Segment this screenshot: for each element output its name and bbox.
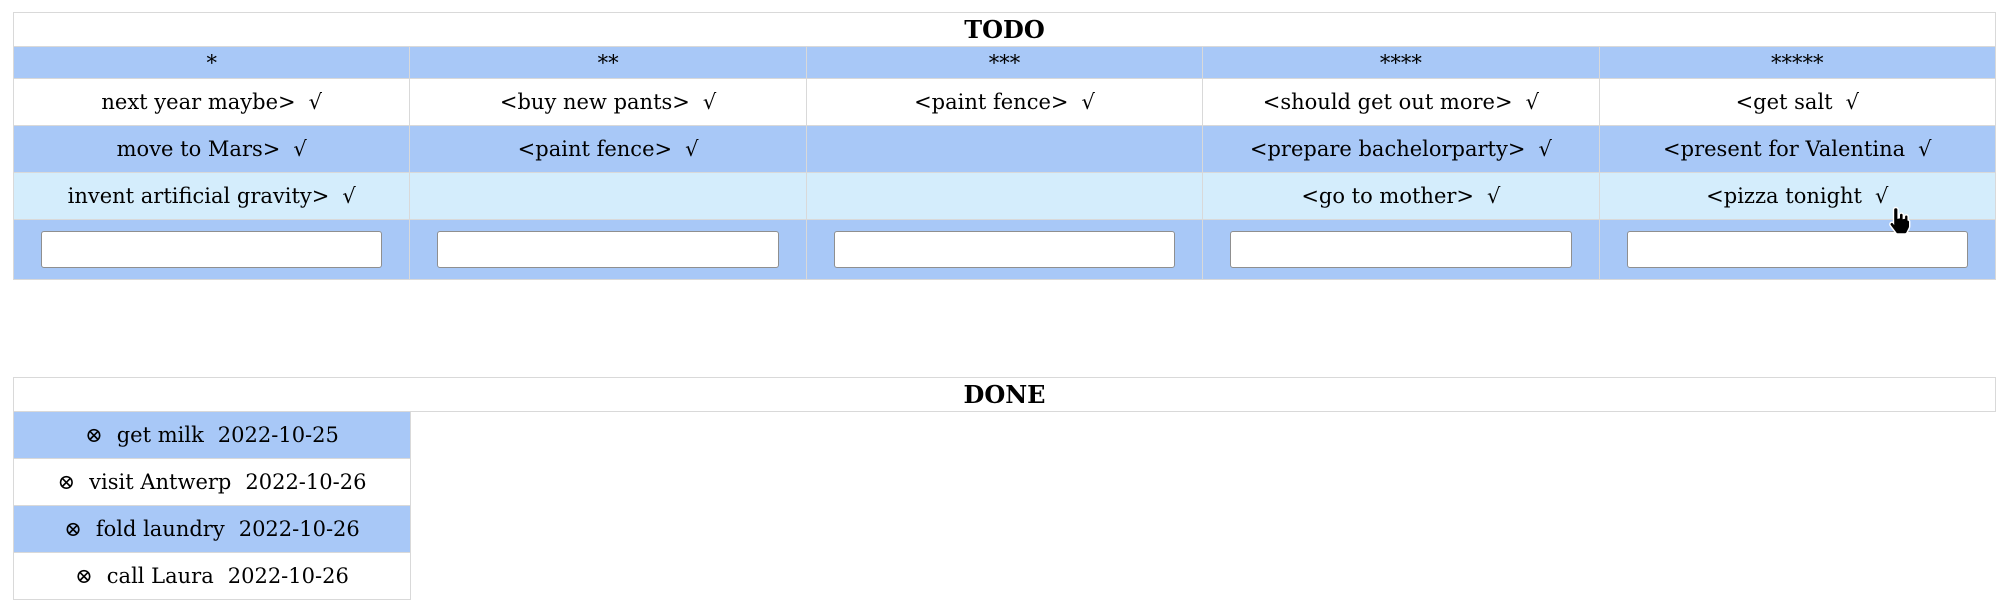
check-icon[interactable]: √: [685, 137, 699, 161]
todo-item-label: invent artificial gravity>: [67, 184, 330, 208]
column-header-3: ***: [805, 46, 1204, 79]
column-header-5: *****: [1598, 46, 1997, 79]
todo-cell: <go to mother> √: [1202, 172, 1600, 220]
todo-item-label: next year maybe>: [101, 90, 296, 114]
todo-item-label: <pizza tonight: [1706, 184, 1862, 208]
new-todo-input[interactable]: [437, 231, 779, 268]
remove-icon[interactable]: ⊗: [64, 517, 82, 541]
check-icon[interactable]: √: [1874, 184, 1889, 208]
todo-input-cell: [805, 219, 1204, 280]
todo-item-label: <paint fence>: [914, 90, 1069, 114]
todo-cell: <pizza tonight √: [1598, 172, 1997, 220]
todo-cell: [805, 172, 1204, 220]
done-item-date: 2022-10-26: [227, 564, 349, 588]
remove-icon[interactable]: ⊗: [75, 564, 93, 588]
done-item-label: call Laura: [106, 564, 214, 588]
todo-item-label: <present for Valentina: [1663, 137, 1906, 161]
done-item: ⊗ get milk 2022-10-25: [13, 411, 411, 459]
column-header-4: ****: [1202, 46, 1600, 79]
todo-cell: invent artificial gravity> √: [12, 172, 411, 220]
check-icon[interactable]: √: [1538, 137, 1552, 161]
todo-item-label: <paint fence>: [517, 137, 673, 161]
new-todo-input[interactable]: [833, 231, 1176, 268]
todo-item-label: <go to mother>: [1301, 184, 1475, 208]
check-icon[interactable]: √: [702, 90, 717, 114]
done-item-label: get milk: [116, 423, 204, 447]
done-title: DONE: [13, 377, 1996, 412]
remove-icon[interactable]: ⊗: [57, 470, 76, 494]
todo-item-label: <buy new pants>: [499, 90, 690, 114]
todo-item-label: <get salt: [1735, 90, 1833, 114]
todo-row-3-hovered: invent artificial gravity> √ <go to mothe…: [12, 172, 1997, 220]
todo-cell: next year maybe> √: [12, 78, 411, 126]
column-header-2: **: [409, 46, 807, 79]
check-icon[interactable]: √: [1487, 184, 1501, 208]
new-todo-input[interactable]: [41, 231, 383, 268]
done-item-date: 2022-10-26: [245, 470, 367, 494]
done-item-date: 2022-10-26: [238, 517, 360, 541]
todo-item-label: <prepare bachelorparty>: [1249, 137, 1526, 161]
todo-cell: <get salt √: [1598, 78, 1997, 126]
todo-row-1: next year maybe> √ <buy new pants> √ <pain…: [12, 78, 1997, 126]
check-icon[interactable]: √: [1081, 90, 1095, 114]
check-icon[interactable]: √: [342, 184, 356, 208]
check-icon[interactable]: √: [1918, 137, 1932, 161]
todo-input-cell: [1202, 219, 1600, 280]
done-item: ⊗ call Laura 2022-10-26: [13, 552, 411, 600]
todo-item-label: <should get out more>: [1262, 90, 1513, 114]
todo-cell: move to Mars> √: [12, 125, 411, 173]
done-item: ⊗ fold laundry 2022-10-26: [13, 505, 411, 553]
done-item-date: 2022-10-25: [217, 423, 339, 447]
todo-input-row: [12, 219, 1997, 280]
todo-cell: <paint fence> √: [805, 78, 1204, 126]
todo-header-row: * ** *** **** *****: [12, 46, 1997, 79]
remove-icon[interactable]: ⊗: [85, 423, 103, 447]
done-item-label: fold laundry: [95, 517, 225, 541]
todo-input-cell: [409, 219, 807, 280]
todo-cell: [409, 172, 807, 220]
column-header-1: *: [12, 46, 411, 79]
todo-title-row: TODO: [13, 12, 1996, 47]
done-item: ⊗ visit Antwerp 2022-10-26: [13, 458, 411, 506]
todo-title: TODO: [13, 12, 1996, 47]
new-todo-input[interactable]: [1626, 231, 1968, 268]
todo-item-label: move to Mars>: [116, 137, 281, 161]
todo-cell: [805, 125, 1204, 173]
check-icon[interactable]: √: [1525, 90, 1539, 114]
todo-row-2: move to Mars> √ <paint fence> √ <prepare b…: [12, 125, 1997, 173]
new-todo-input[interactable]: [1230, 231, 1572, 268]
check-icon[interactable]: √: [1845, 90, 1859, 114]
done-item-label: visit Antwerp: [89, 470, 232, 494]
todo-cell: <paint fence> √: [409, 125, 807, 173]
todo-cell: <buy new pants> √: [409, 78, 807, 126]
todo-input-cell: [12, 219, 411, 280]
todo-cell: <should get out more> √: [1202, 78, 1600, 126]
todo-table: TODO * ** *** **** ***** next year maybe…: [12, 12, 1997, 280]
check-icon[interactable]: √: [293, 137, 307, 161]
todo-cell: <present for Valentina √: [1598, 125, 1997, 173]
check-icon[interactable]: √: [308, 90, 322, 114]
todo-cell: <prepare bachelorparty> √: [1202, 125, 1600, 173]
todo-input-cell: [1598, 219, 1997, 280]
